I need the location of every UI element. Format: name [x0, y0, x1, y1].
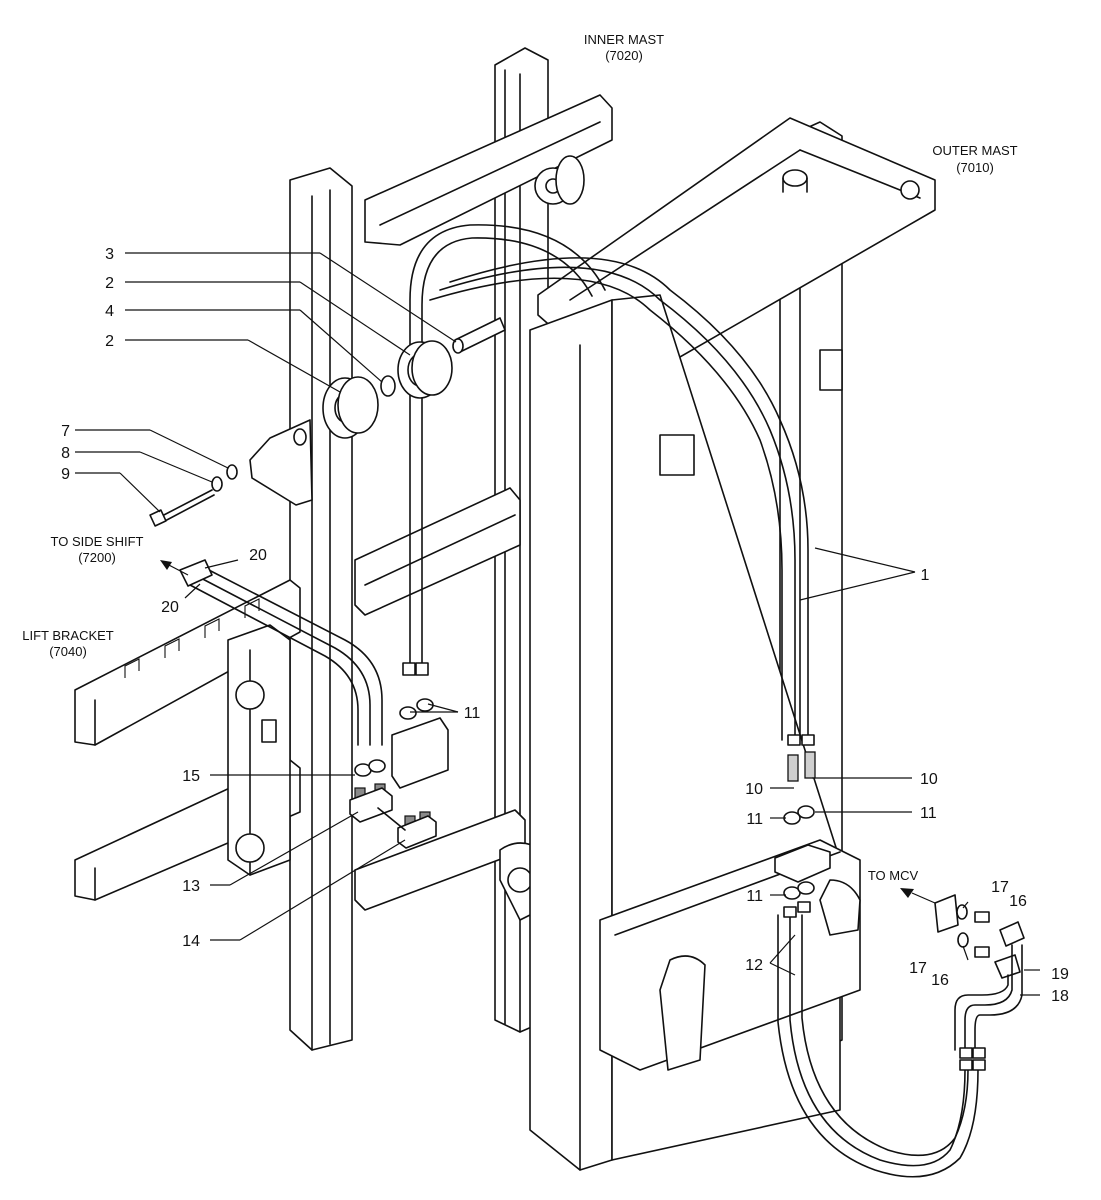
callout-10-left: 10 — [745, 781, 763, 798]
callout-13: 13 — [182, 878, 200, 895]
callout-7: 7 — [61, 423, 70, 440]
to-mcv-label: TO MCV — [868, 868, 919, 883]
callout-16-upper: 16 — [1009, 893, 1027, 910]
callout-numbers: 3 2 4 2 7 8 9 20 20 11 1 15 13 14 10 10 … — [61, 246, 1069, 1005]
callout-17-upper: 17 — [991, 879, 1009, 896]
callout-9: 9 — [61, 466, 70, 483]
callout-1: 1 — [921, 567, 930, 584]
callout-20-upper: 20 — [249, 547, 267, 564]
inner-mast-code: (7020) — [605, 48, 643, 63]
lift-bracket-code: (7040) — [49, 644, 87, 659]
outer-mast — [529, 117, 936, 1171]
callout-11-bottom: 11 — [746, 888, 763, 905]
hose-fitting-10a — [787, 754, 799, 782]
outer-mast-front-channel — [529, 299, 613, 1171]
callout-11-right: 11 — [920, 805, 937, 822]
manifold-block-13 — [349, 787, 393, 823]
to-side-shift-label: TO SIDE SHIFT — [51, 534, 144, 549]
lift-bracket — [74, 579, 301, 901]
callout-2-lower: 2 — [105, 333, 114, 350]
callout-4: 4 — [105, 303, 114, 320]
lift-bracket-label: LIFT BRACKET — [22, 628, 114, 643]
callout-10-right: 10 — [920, 771, 938, 788]
hose-fitting-10b — [804, 751, 816, 779]
hoses — [189, 224, 979, 1178]
callout-20-lower: 20 — [161, 599, 179, 616]
to-side-shift-code: (7200) — [78, 550, 116, 565]
callout-14: 14 — [182, 933, 200, 950]
callout-2-upper: 2 — [105, 275, 114, 292]
outer-mast-code: (7010) — [956, 160, 994, 175]
parts — [149, 317, 1025, 1071]
callout-18: 18 — [1051, 988, 1069, 1005]
manifold-block-14 — [397, 815, 437, 849]
callout-8: 8 — [61, 445, 70, 462]
callout-11-left: 11 — [746, 811, 763, 828]
inner-mast-label: INNER MAST — [584, 32, 664, 47]
callout-3: 3 — [105, 246, 114, 263]
callout-15: 15 — [182, 768, 200, 785]
hose-block-lower — [774, 844, 831, 883]
outer-mast-label: OUTER MAST — [932, 143, 1017, 158]
text-labels: INNER MAST (7020) OUTER MAST (7010) TO S… — [22, 32, 1017, 883]
callout-16-lower: 16 — [931, 972, 949, 989]
leader-lines — [75, 252, 1040, 996]
callout-17-lower: 17 — [909, 960, 927, 977]
callout-19: 19 — [1051, 966, 1069, 983]
hose-block-upper — [391, 717, 449, 789]
callout-12: 12 — [745, 957, 763, 974]
callout-11-upper: 11 — [464, 705, 481, 722]
